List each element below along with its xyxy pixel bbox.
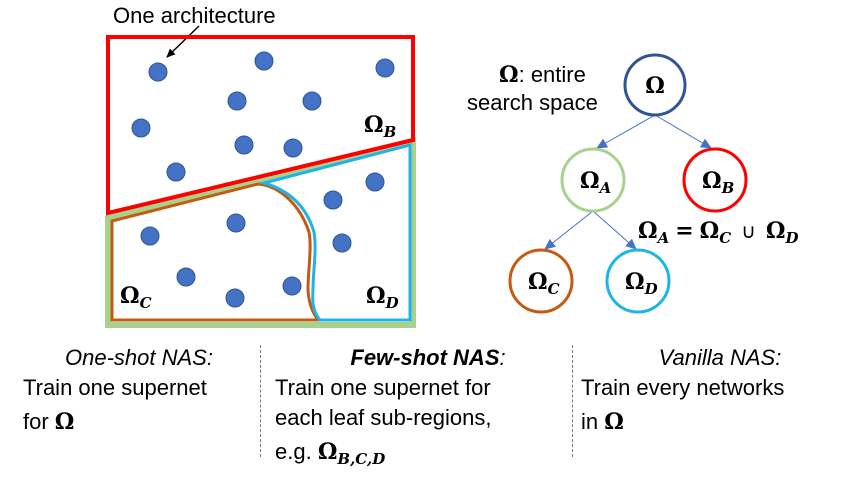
caption-few-shot-title-bold: Few-shot NAS [350,345,500,370]
one-architecture-label: One architecture [113,3,276,28]
node-d-circle [605,248,671,314]
node-a-circle [560,147,626,213]
architecture-dot [283,138,303,158]
equation: ΩA=ΩC∪ΩD [638,218,798,247]
architecture-dot [234,135,254,155]
caption-one-shot-title: One-shot NAS: [65,345,213,370]
caption-few-shot: Few-shot NAS: Train one supernet for eac… [275,343,567,474]
region-a-boundary [105,137,416,328]
caption-few-shot-title-colon: : [499,345,506,370]
caption-vanilla: Vanilla NAS: Train every networks in Ω [581,343,843,437]
caption-few-shot-line1: Train one supernet for [275,375,491,400]
node-c-label: ΩC [528,269,560,298]
architecture-dot [226,213,246,233]
node-b-label: ΩB [702,168,734,197]
edge-a-c [544,210,594,250]
architecture-dots [131,51,395,308]
region-c-boundary [110,182,321,322]
omega-symbol: Ω [54,409,75,435]
edge-root-b [654,114,712,149]
omega-symbol: Ω [317,439,338,465]
edge-root-a [596,114,656,149]
tree-node-root: Ω [623,53,687,117]
caption-one-shot: One-shot NAS: Train one supernet for Ω [23,343,255,437]
caption-few-shot-line3: e.g. ΩB,C,D [275,437,567,474]
architecture-dot [302,91,322,111]
caption-one-shot-prefix: for [23,409,55,434]
architecture-dot [225,288,245,308]
divider-right [572,345,573,457]
caption-few-shot-title: Few-shot NAS: [289,343,567,373]
caption-few-shot-prefix: e.g. [275,439,318,464]
architecture-dot [131,118,151,138]
node-root-label: Ω [645,73,665,99]
architecture-dot [323,190,343,210]
caption-one-shot-line2: for Ω [23,407,255,437]
architecture-dot [176,267,196,287]
architecture-dot [254,51,274,71]
caption-vanilla-line1: Train every networks [581,375,785,400]
caption-vanilla-line2: in Ω [581,407,843,437]
omega-symbol: Ω [604,409,624,435]
caption-vanilla-prefix: in [581,409,605,434]
node-c-circle [508,248,574,314]
node-a-label: ΩA [580,168,611,197]
annotation-arrow [166,25,200,58]
caption-one-shot-line1: Train one supernet [23,375,207,400]
divider-left [260,345,261,457]
architecture-dot [282,276,302,296]
region-b-boundary [106,35,415,216]
architecture-dot [148,62,168,82]
root-description: Ω: entire [499,62,586,88]
region-d-label: ΩD [366,283,399,312]
node-d-label: ΩD [625,269,658,298]
omega-subscript: B,C,D [337,450,386,468]
architecture-dot [166,162,186,182]
architecture-dot [140,226,160,246]
tree-node-c: ΩC [508,248,574,314]
architecture-dot [227,91,247,111]
node-b-circle [682,147,748,213]
architecture-dot [332,233,352,253]
tree-node-b: ΩB [682,147,748,213]
tree-node-d: ΩD [605,248,671,314]
region-d-boundary [258,143,412,322]
architecture-dot [365,172,385,192]
caption-few-shot-line2: each leaf sub-regions, [275,405,492,430]
architecture-dot [375,58,395,78]
edge-a-d [592,210,637,250]
region-b-label: ΩB [364,112,396,141]
region-c-label: ΩC [120,283,152,312]
node-root-circle [623,53,687,117]
root-description-line2: search space [467,90,598,115]
tree-node-a: ΩA [560,147,626,213]
caption-vanilla-title: Vanilla NAS: [658,345,782,370]
